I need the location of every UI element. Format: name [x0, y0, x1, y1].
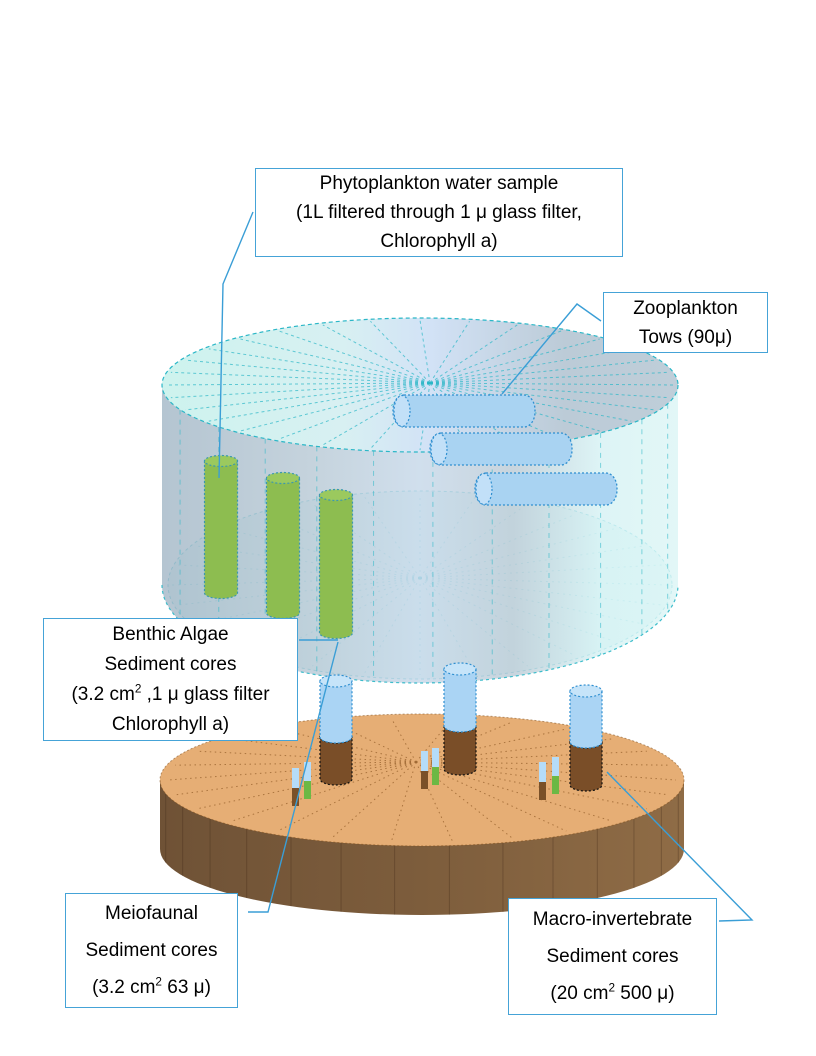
callout-line: Tows (90μ)	[638, 326, 733, 348]
phytoplankton-core-cylinders	[203, 454, 354, 640]
macro-core	[319, 674, 353, 786]
small-core-pairs	[292, 748, 559, 806]
tow-cylinder	[429, 432, 573, 466]
benthic-algae-core	[432, 748, 439, 767]
callout-line: Sediment cores	[546, 946, 679, 967]
meiofaunal-core	[539, 762, 546, 782]
small-core-pair	[421, 748, 439, 789]
callout-meiofaunal-cores: Meiofaunal Sediment cores (3.2 cm2 63 μ)	[65, 893, 238, 1008]
green-core-cylinder	[203, 454, 239, 600]
benthic-algae-core	[552, 757, 559, 776]
leader-macro-invertebrate	[606, 771, 754, 922]
macro-invertebrate-cores	[319, 662, 603, 792]
callout-benthic-algae-cores: Benthic Algae Sediment cores (3.2 cm2 ,1…	[43, 618, 298, 741]
callout-line: (20 cm2 500 μ)	[550, 981, 675, 1004]
tow-cylinder	[474, 472, 618, 506]
callout-line: Meiofaunal	[105, 903, 198, 924]
callout-line: Macro-invertebrate	[532, 909, 693, 930]
callout-line: Sediment cores	[85, 940, 218, 961]
callout-line: Benthic Algae	[112, 623, 229, 645]
zooplankton-tow-cylinders	[392, 394, 618, 506]
meiofaunal-core	[292, 768, 299, 788]
sediment-disc	[159, 713, 685, 915]
tow-cylinder	[392, 394, 536, 428]
leader-meiofaunal	[248, 641, 339, 913]
callout-zooplankton-tows: Zooplankton Tows (90μ)	[603, 292, 768, 353]
callout-line: Sediment cores	[104, 653, 237, 675]
callout-line: (1L filtered through 1 μ glass filter,	[296, 202, 582, 223]
leader-zooplankton	[501, 303, 602, 395]
callout-line: Zooplankton	[633, 297, 738, 319]
leader-phytoplankton	[218, 211, 254, 479]
callout-line: Chlorophyll a)	[380, 231, 498, 252]
callout-phytoplankton-water-sample: Phytoplankton water sample (1L filtered …	[255, 168, 623, 257]
callout-line: Chlorophyll a)	[111, 713, 230, 735]
macro-core	[443, 662, 477, 776]
meiofaunal-core	[421, 751, 428, 771]
callout-macro-invertebrate-cores: Macro-invertebrate Sediment cores (20 cm…	[508, 898, 717, 1015]
green-core-cylinder	[318, 488, 354, 640]
green-core-cylinder	[265, 471, 301, 620]
macro-core	[569, 684, 603, 792]
benthic-algae-core	[304, 762, 311, 781]
small-core-pair	[539, 757, 559, 800]
small-core-pair	[292, 762, 311, 806]
callout-line: (3.2 cm2 ,1 μ glass filter	[71, 682, 270, 705]
callout-line: (3.2 cm2 63 μ)	[92, 975, 211, 998]
leader-lines	[218, 211, 754, 922]
callout-line: Phytoplankton water sample	[319, 173, 559, 194]
